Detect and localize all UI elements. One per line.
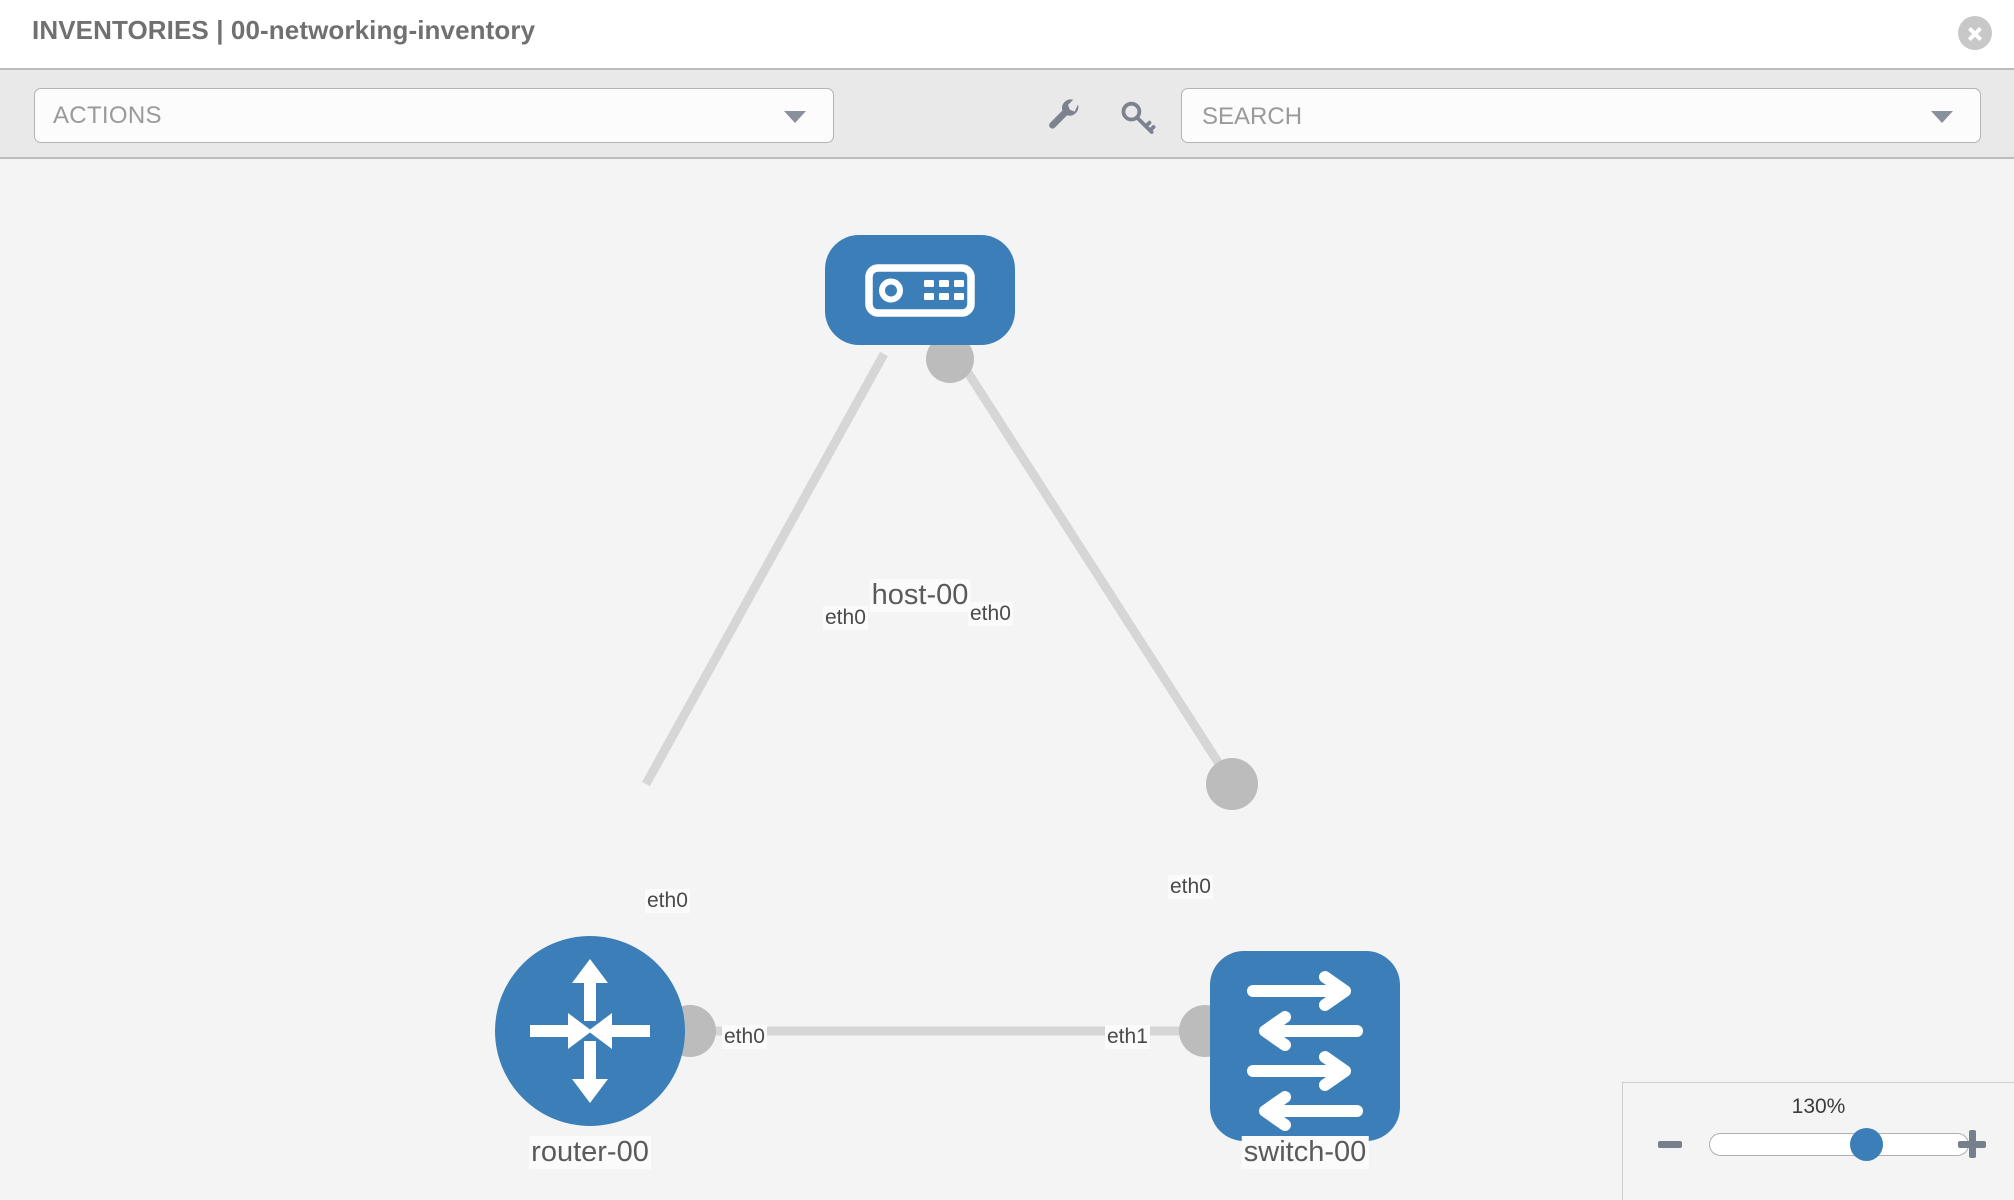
actions-dropdown-label: ACTIONS [53,102,162,129]
search-input[interactable] [1200,99,1904,135]
edge-label-router00-eth0-uplink[interactable]: eth0 [645,889,690,913]
wrench-icon[interactable] [1046,98,1084,136]
zoom-slider-track[interactable] [1709,1133,1969,1156]
node-label-router-00[interactable]: router-00 [529,1136,651,1169]
toolbar: ACTIONS [0,68,2014,159]
port-group [664,335,1258,1057]
node-host-00-shape[interactable] [825,235,1015,345]
server-icon [865,264,975,317]
edge-label-switch00-eth0-uplink[interactable]: eth0 [1168,875,1213,899]
edge-label-host00-eth0-left[interactable]: eth0 [823,606,868,630]
node-switch-00[interactable] [1210,951,1400,1141]
zoom-in-button[interactable] [1958,1130,1986,1158]
zoom-percent-label: 130% [1791,1095,1846,1118]
edge-label-host00-eth0-right[interactable]: eth0 [968,602,1013,626]
router-arrowheads-icon [568,959,612,1103]
edge-label-router00-eth0[interactable]: eth0 [722,1025,767,1049]
wrench-icon-svg [1049,99,1079,129]
edge-host00-router00[interactable] [642,351,888,787]
key-icon[interactable] [1120,98,1158,136]
actions-dropdown[interactable]: ACTIONS [34,88,834,143]
node-router-00[interactable] [495,936,685,1126]
node-switch-00-shape[interactable] [1210,951,1400,1141]
search-field[interactable] [1181,88,1981,143]
edge-label-switch00-eth1[interactable]: eth1 [1105,1025,1150,1049]
close-icon[interactable] [1958,16,1992,50]
topology-graph [495,235,1400,1141]
edge-group [642,351,1236,1036]
chevron-down-icon [784,111,806,123]
node-label-switch-00[interactable]: switch-00 [1241,1136,1369,1169]
zoom-slider-thumb[interactable] [1849,1128,1883,1161]
zoom-control-panel: 130% [1622,1082,2014,1200]
node-label-host-00[interactable]: host-00 [869,579,971,612]
switch-arrows-icon [1247,971,1363,1131]
edge-host00-switch00[interactable] [952,351,1236,787]
zoom-out-button[interactable] [1658,1141,1682,1148]
chevron-down-icon[interactable] [1931,111,1953,123]
port-switch00-eth0[interactable] [1206,758,1258,810]
topology-canvas[interactable]: host-00 router-00 switch-00 eth0 eth0 et… [0,159,2014,1200]
page-header: INVENTORIES | 00-networking-inventory [0,0,2014,68]
node-host-00[interactable] [825,235,1015,345]
port-host00-eth0-right[interactable] [926,335,974,383]
key-icon-svg [1121,101,1156,134]
page-title: INVENTORIES | 00-networking-inventory [32,15,536,45]
